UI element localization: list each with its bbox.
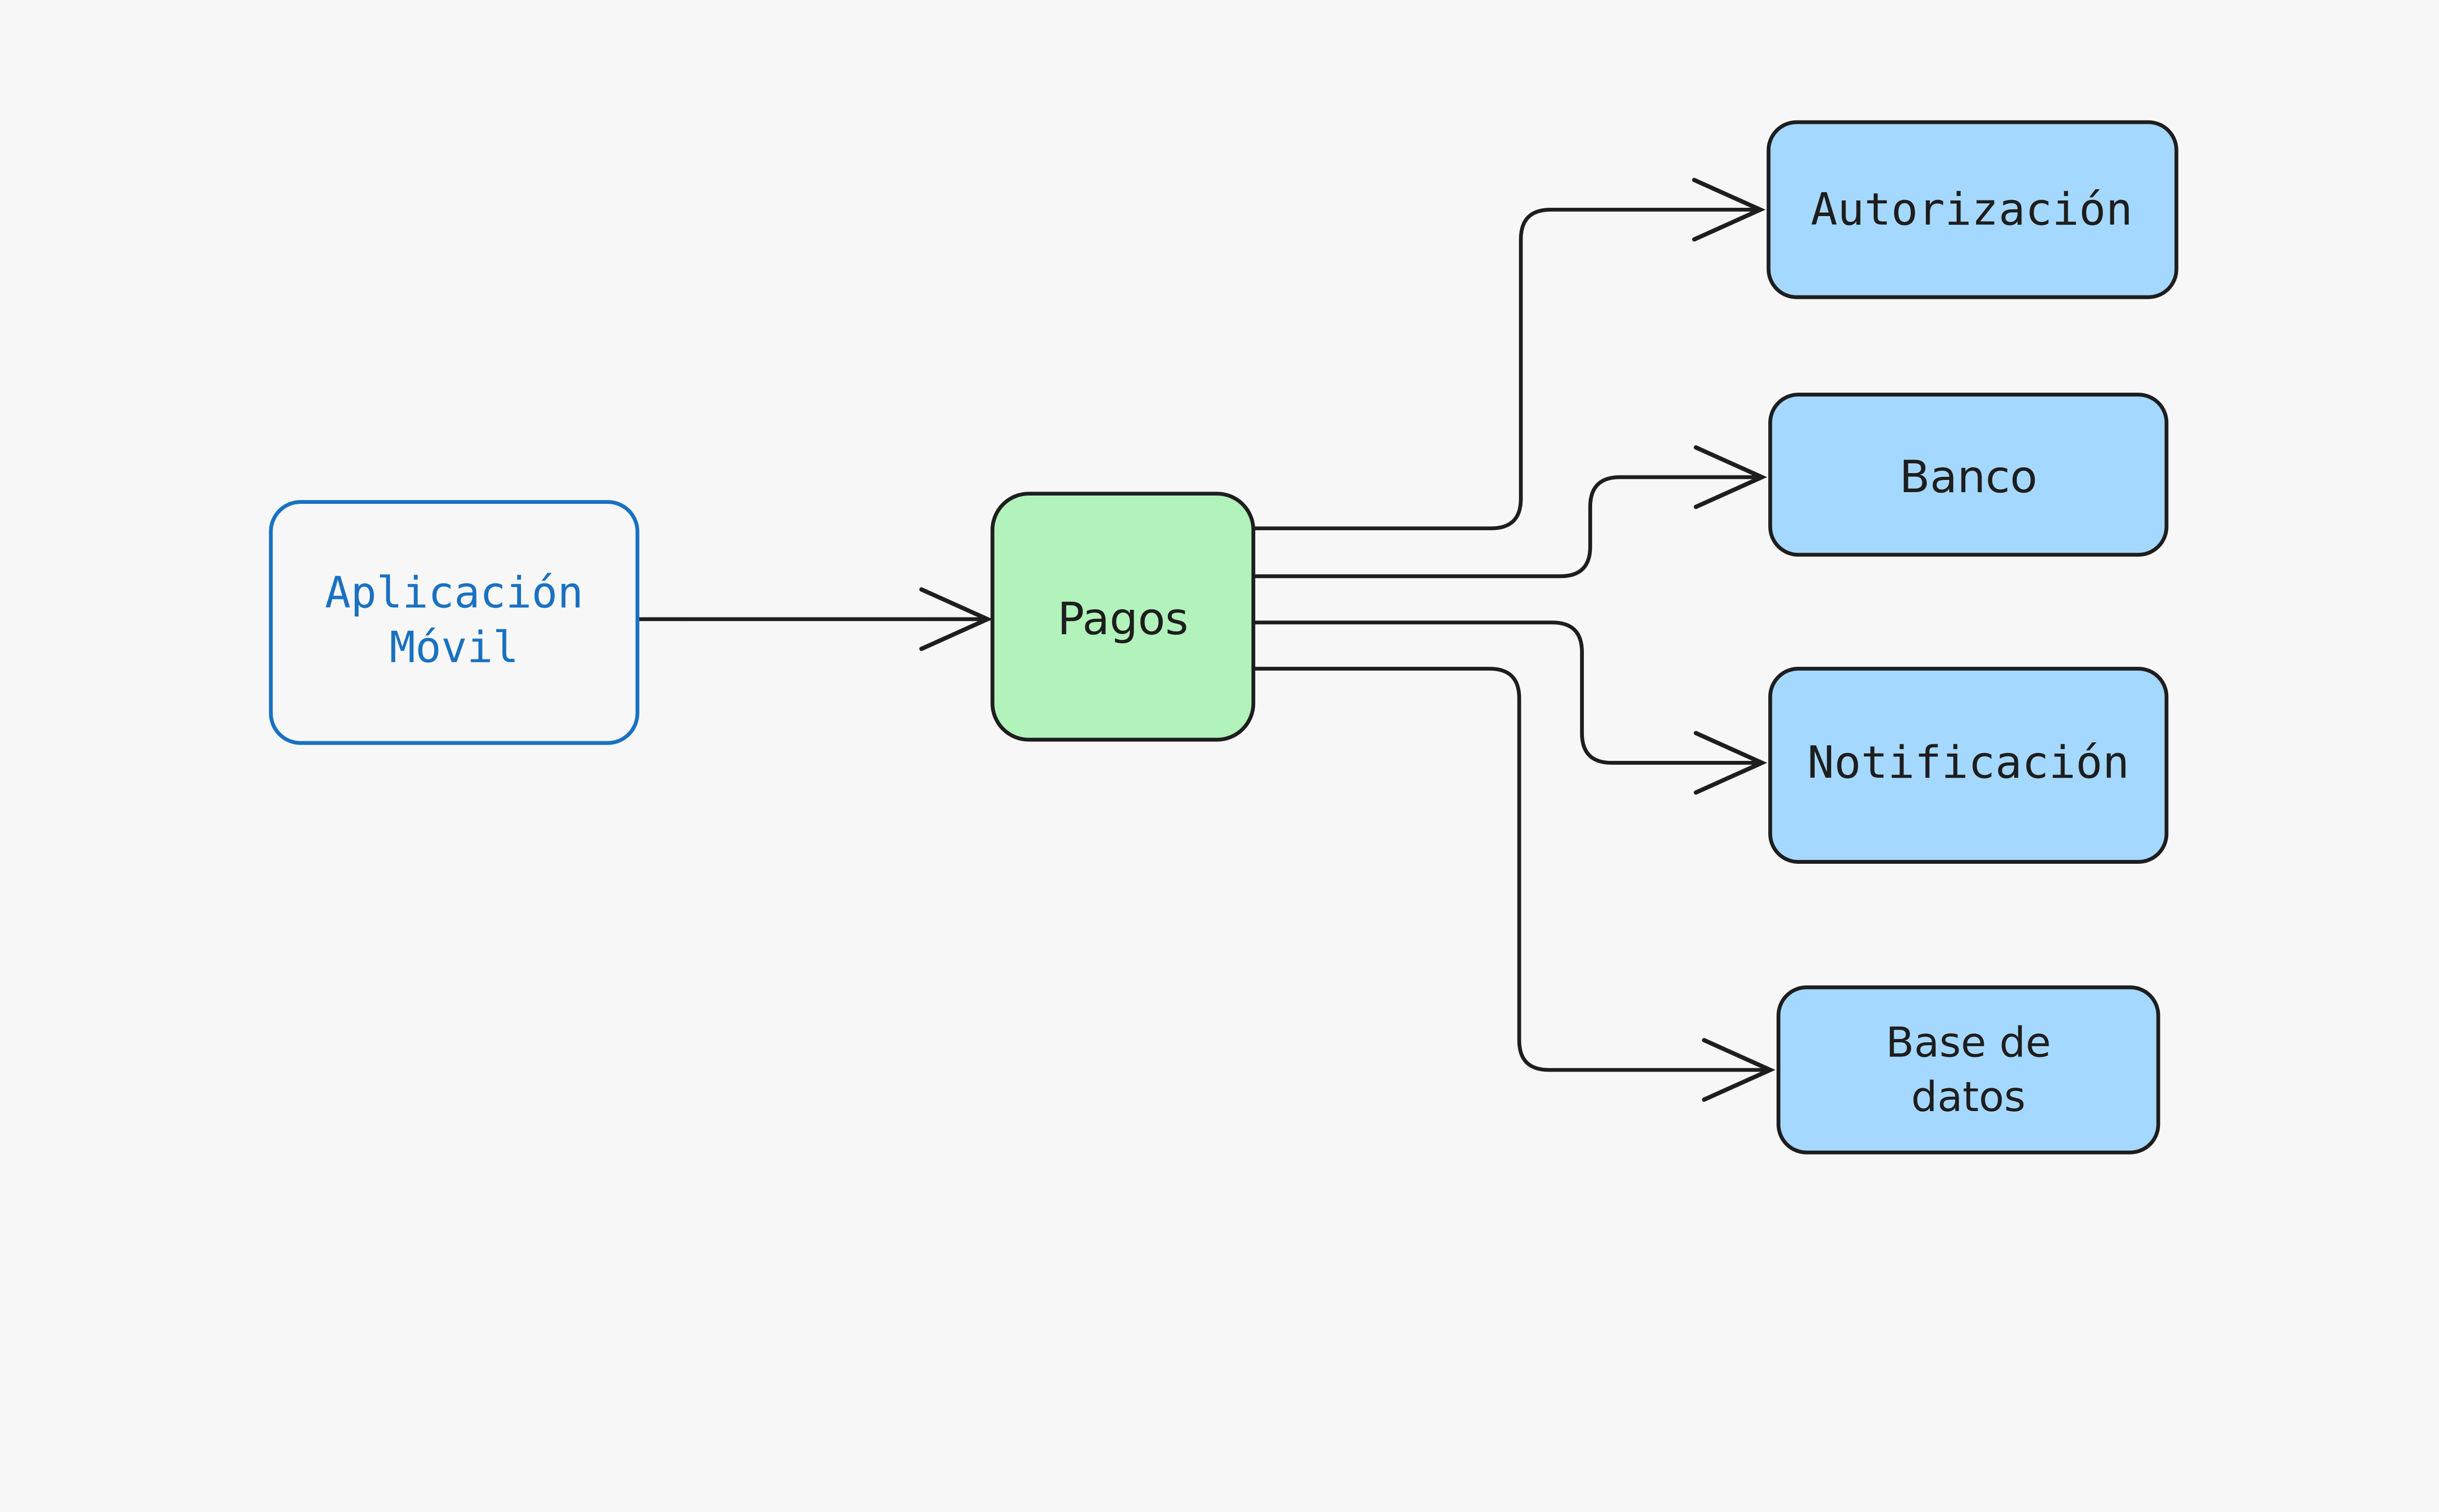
node-pagos[interactable]: Pagos <box>990 492 1256 742</box>
node-banco-label: Banco <box>1899 451 2038 503</box>
connector-pagos-to-autorizacion[interactable] <box>1251 178 1766 531</box>
node-pagos-label: Pagos <box>1058 593 1189 645</box>
node-pagos-shape[interactable] <box>990 492 1256 742</box>
node-aplicacion-movil-label-line1: Aplicación <box>325 568 583 618</box>
connector-pagos-to-notificacion[interactable] <box>1251 620 1767 795</box>
node-aplicacion-movil-label-line2: Móvil <box>390 622 519 672</box>
node-banco[interactable]: Banco <box>1768 393 2169 557</box>
node-aplicacion-movil-shape[interactable] <box>269 500 640 745</box>
node-base-datos-shape[interactable] <box>1776 985 2160 1154</box>
connector-pagos-to-banco[interactable] <box>1251 445 1767 578</box>
connector-pagos-to-base-datos[interactable] <box>1251 667 1776 1102</box>
node-base-datos[interactable]: Base de datos <box>1776 985 2160 1154</box>
diagram-canvas: Aplicación Móvil Pagos Autorización Banc… <box>269 120 2179 1154</box>
node-aplicacion-movil[interactable]: Aplicación Móvil <box>269 500 640 745</box>
node-notificacion-label: Notificación <box>1807 736 2129 788</box>
node-autorizacion-label: Autorización <box>1811 183 2133 235</box>
node-base-datos-label-line2: datos <box>1911 1073 2026 1121</box>
node-autorizacion-shape[interactable] <box>1766 120 2179 299</box>
node-banco-shape[interactable] <box>1768 393 2169 557</box>
node-autorizacion[interactable]: Autorización <box>1766 120 2179 299</box>
node-notificacion[interactable]: Notificación <box>1768 667 2169 864</box>
node-base-datos-label-line1: Base de <box>1886 1018 2051 1067</box>
node-notificacion-shape[interactable] <box>1768 667 2169 864</box>
